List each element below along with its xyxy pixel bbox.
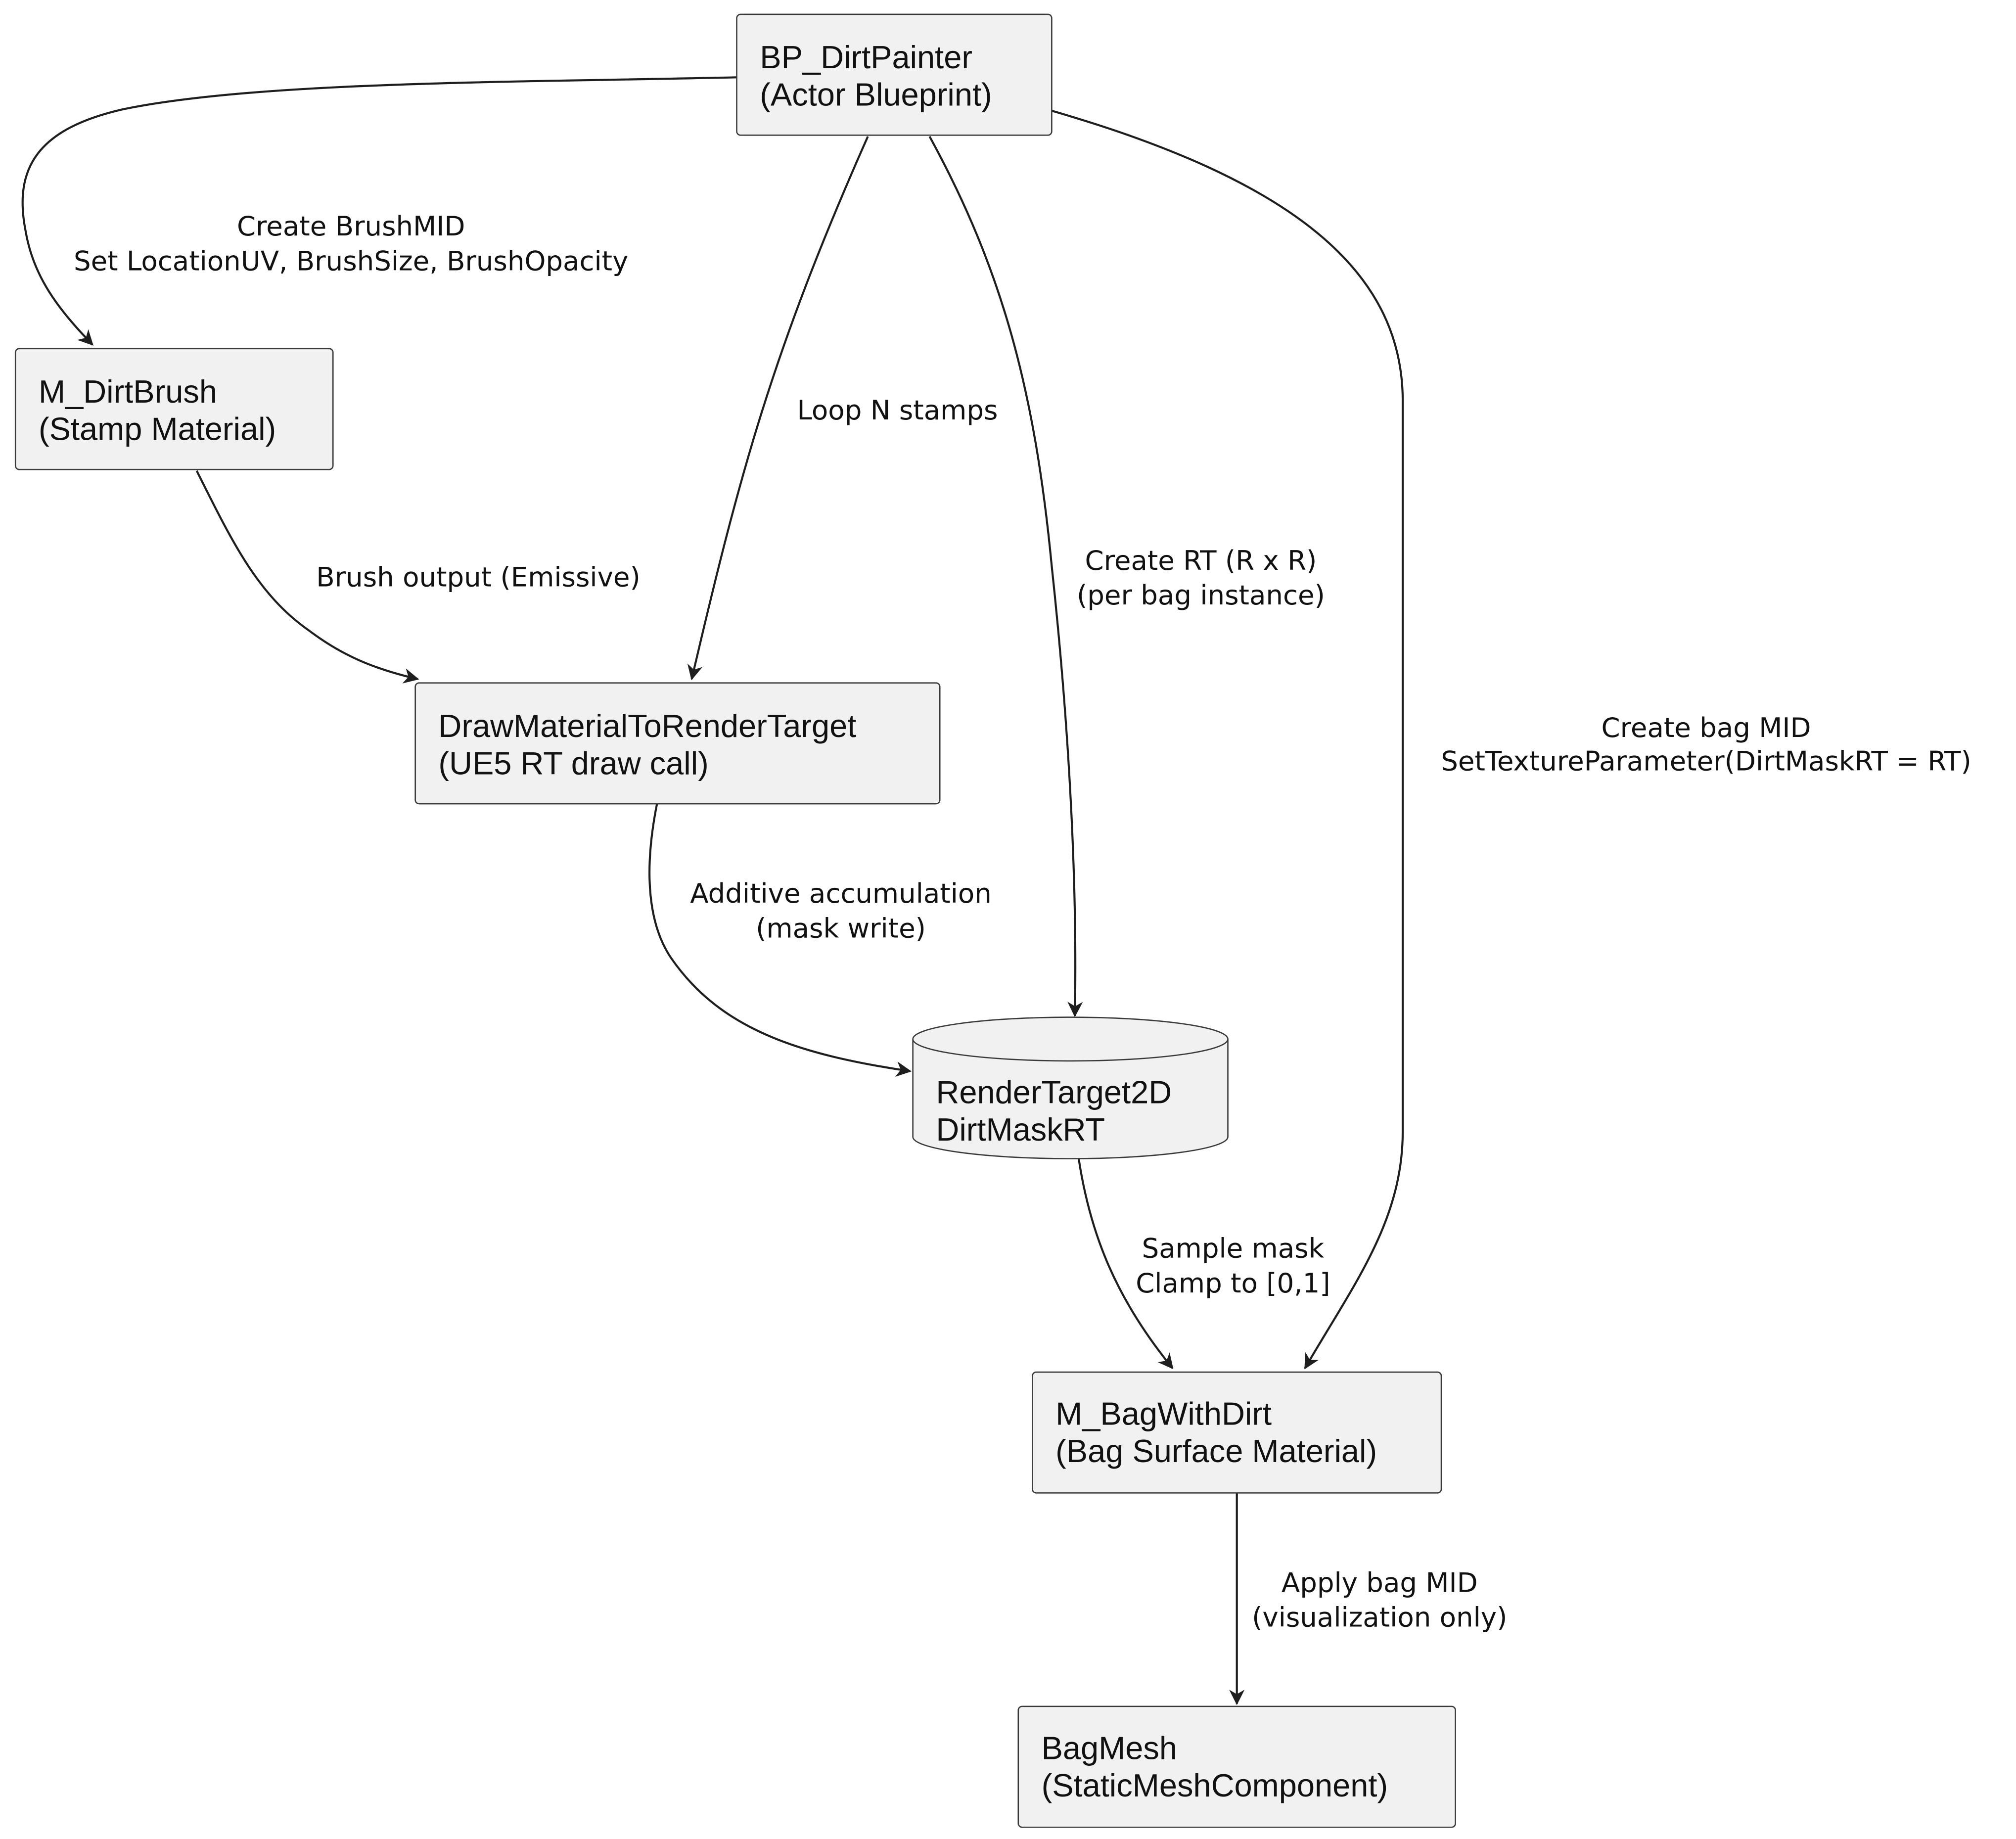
node-bagmesh: BagMesh (StaticMeshComponent) (1017, 1705, 1456, 1828)
node-title: BP_DirtPainter (760, 39, 972, 75)
edge-painter-to-bagwithdirt (1051, 109, 1404, 1370)
edge-label-create-rt-line1: Create RT (R x R) (1085, 545, 1317, 576)
edge-label-apply-bag-mid-line1: Apply bag MID (1282, 1567, 1478, 1599)
edge-label-additive-line2: (mask write) (756, 912, 926, 944)
node-bp-dirtpainter: BP_DirtPainter (Actor Blueprint) (736, 13, 1053, 136)
node-title: M_DirtBrush (39, 373, 217, 410)
edge-label-loop-stamps: Loop N stamps (797, 394, 998, 426)
node-title: BagMesh (1042, 1730, 1177, 1766)
edge-label-create-brush-line1: Create BrushMID (237, 210, 465, 242)
edges (21, 76, 1404, 1705)
node-subtitle: (Stamp Material) (39, 411, 276, 447)
node-title: M_BagWithDirt (1055, 1396, 1272, 1432)
edge-label-create-bag-mid-line2: SetTextureParameter(DirtMaskRT = RT) (1441, 745, 1971, 777)
node-subtitle: DirtMaskRT (936, 1111, 1105, 1148)
node-title: DrawMaterialToRenderTarget (438, 708, 856, 744)
edge-label-apply-bag-mid-line2: (visualization only) (1252, 1602, 1507, 1633)
node-subtitle: (UE5 RT draw call) (438, 745, 708, 781)
edge-drawmaterial-to-rendertarget (648, 803, 912, 1077)
node-subtitle: (StaticMeshComponent) (1042, 1767, 1388, 1803)
edge-rendertarget-to-bagwithdirt (1077, 1158, 1174, 1370)
edge-label-create-rt-line2: (per bag instance) (1077, 579, 1325, 611)
node-render-target-2d: RenderTarget2D DirtMaskRT (912, 1016, 1229, 1159)
node-title: RenderTarget2D (936, 1074, 1172, 1110)
edge-label-create-bag-mid-line1: Create bag MID (1602, 712, 1811, 743)
edge-label-sample-mask-line2: Clamp to [0,1] (1136, 1267, 1330, 1299)
node-draw-material-to-render-target: DrawMaterialToRenderTarget (UE5 RT draw … (414, 682, 941, 805)
node-subtitle: (Bag Surface Material) (1055, 1433, 1377, 1469)
edge-painter-to-dirtbrush (21, 76, 737, 346)
node-subtitle: (Actor Blueprint) (760, 77, 992, 113)
edge-label-sample-mask-line1: Sample mask (1142, 1233, 1325, 1264)
node-m-dirtbrush: M_DirtBrush (Stamp Material) (14, 348, 334, 470)
edge-painter-to-rendertarget (928, 136, 1083, 1017)
edge-dirtbrush-to-drawmaterial (195, 470, 419, 684)
edge-painter-to-drawmaterial (687, 136, 869, 681)
node-m-bagwithdirt: M_BagWithDirt (Bag Surface Material) (1032, 1371, 1442, 1494)
edge-labels: Create BrushMID Set LocationUV, BrushSiz… (74, 210, 1971, 1633)
edge-label-additive-line1: Additive accumulation (690, 877, 992, 909)
edge-label-create-brush-line2: Set LocationUV, BrushSize, BrushOpacity (74, 245, 628, 276)
edge-label-brush-output: Brush output (Emissive) (316, 561, 641, 593)
